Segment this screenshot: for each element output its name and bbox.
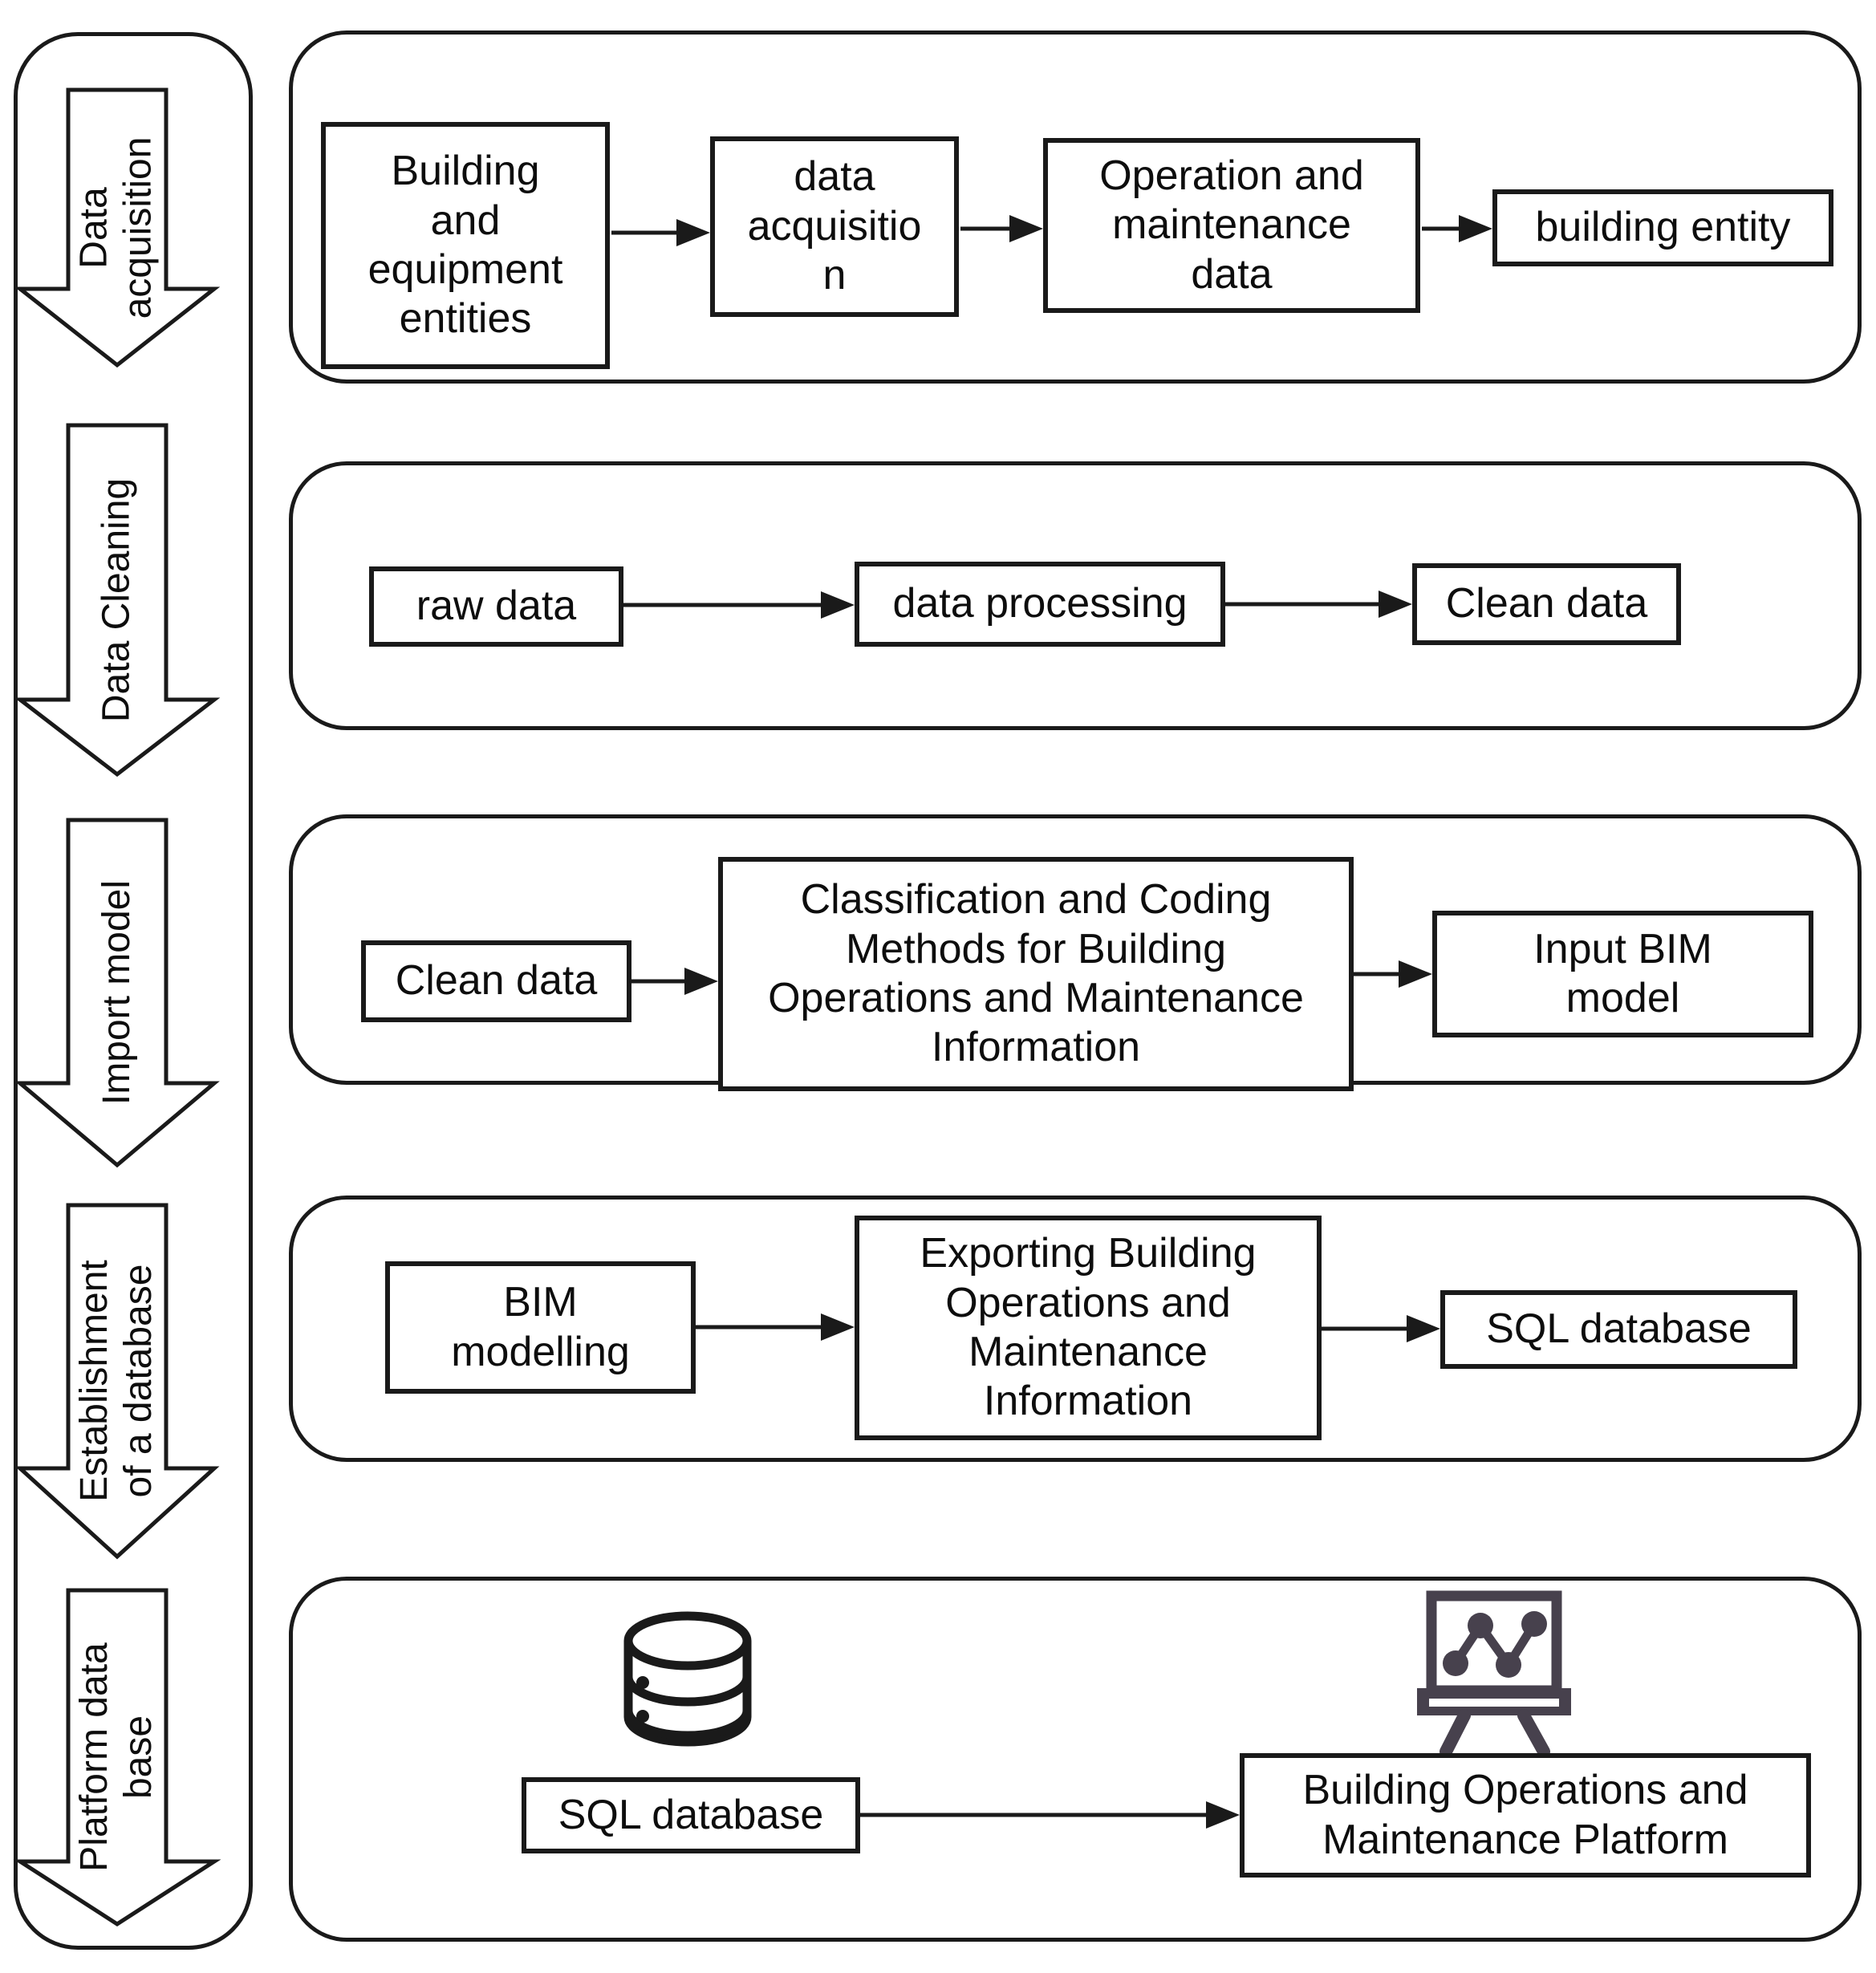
connector-arrow (696, 1313, 855, 1341)
box-sql-database: SQL database (1440, 1290, 1797, 1369)
box-exporting-om-information: Exporting Building Operations and Mainte… (855, 1216, 1322, 1440)
stage-arrow-establishment-of-a-database (14, 1203, 220, 1560)
box-building-om-platform: Building Operations and Maintenance Plat… (1240, 1753, 1811, 1878)
row-data-cleaning (289, 461, 1862, 730)
box-building-entity: building entity (1492, 189, 1833, 266)
stage-arrow-data-cleaning (14, 423, 221, 777)
stage-arrow-import-model (14, 818, 220, 1168)
database-icon (623, 1611, 752, 1747)
stage-label-platform-data-base: Platform data base (73, 1642, 160, 1872)
box-classification-and-coding-methods: Classification and Coding Methods for Bu… (718, 857, 1354, 1091)
box-operation-and-maintenance-data: Operation and maintenance data (1043, 138, 1420, 313)
connector-arrow (611, 219, 710, 246)
box-building-and-equipment-entities: Building and equipment entities (321, 122, 610, 369)
box-data-acquisition: data acquisitio n (710, 136, 959, 317)
stage-label-import-model: Import model (95, 879, 138, 1106)
presentation-chart-icon (1417, 1590, 1571, 1758)
connector-arrow (860, 1801, 1240, 1829)
box-raw-data: raw data (369, 566, 623, 647)
box-sql-database-source: SQL database (522, 1777, 860, 1853)
box-input-bim-model: Input BIM model (1432, 911, 1813, 1037)
connector-arrow (1422, 215, 1492, 242)
box-clean-data-input: Clean data (361, 940, 631, 1022)
connector-arrow (1225, 591, 1412, 618)
stage-arrow-platform-data-base (13, 1588, 221, 1926)
row-platform-data-base (289, 1577, 1862, 1942)
connector-arrow (623, 591, 855, 619)
stage-label-data-acquisition: Data acquisition (72, 136, 160, 319)
connector-arrow (960, 215, 1043, 242)
connector-arrow (631, 968, 718, 995)
box-data-processing: data processing (855, 562, 1225, 647)
connector-arrow (1322, 1315, 1440, 1342)
stage-sidebar (14, 32, 253, 1950)
stage-arrow-data-acquisition (14, 87, 221, 368)
box-clean-data: Clean data (1412, 563, 1681, 645)
stage-label-data-cleaning: Data Cleaning (95, 477, 138, 723)
row-data-acquisition (289, 30, 1862, 384)
stage-label-establishment-of-a-database: Establishment of a database (73, 1260, 160, 1502)
row-establishment-of-a-database (289, 1196, 1862, 1462)
connector-arrow (1354, 960, 1432, 988)
box-bim-modelling: BIM modelling (385, 1261, 696, 1394)
